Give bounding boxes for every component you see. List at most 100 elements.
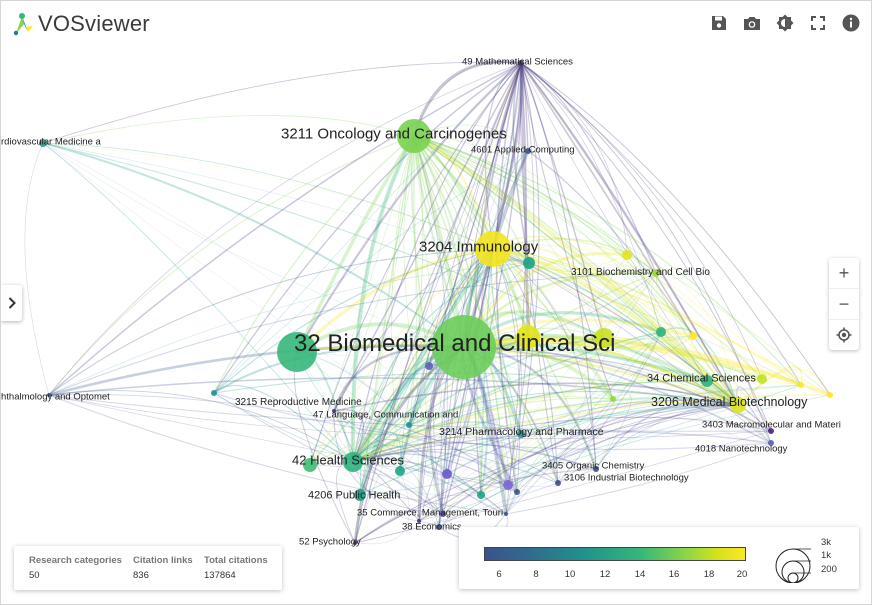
zoom-out-button[interactable]: −: [829, 289, 859, 320]
node-label[interactable]: 3101 Biochemistry and Cell Bio: [571, 267, 710, 278]
category-node[interactable]: [440, 511, 446, 517]
category-node[interactable]: [39, 139, 47, 147]
category-node[interactable]: [610, 396, 616, 402]
category-node[interactable]: [211, 390, 217, 396]
stat-value: 836: [133, 570, 149, 581]
category-node[interactable]: [343, 452, 363, 472]
category-node[interactable]: [555, 480, 561, 486]
category-node[interactable]: [622, 250, 632, 260]
citation-link: [505, 442, 772, 515]
category-node[interactable]: [827, 392, 833, 398]
node-label[interactable]: 49 Mathematical Sciences: [462, 56, 573, 68]
citation-link: [520, 62, 540, 435]
node-label[interactable]: 3215 Reproductive Medicine: [235, 397, 362, 408]
category-node[interactable]: [475, 231, 511, 267]
category-node[interactable]: [768, 440, 774, 446]
citation-link: [413, 135, 509, 486]
category-node[interactable]: [594, 328, 614, 348]
category-node[interactable]: [432, 315, 496, 379]
category-node[interactable]: [768, 428, 774, 434]
color-scale-tick: 10: [564, 569, 576, 580]
category-node[interactable]: [516, 325, 540, 349]
category-node[interactable]: [523, 257, 535, 269]
category-node[interactable]: [593, 466, 599, 472]
citation-link: [480, 272, 657, 496]
citation-link: [24, 142, 50, 396]
node-label[interactable]: rdiovascular Medicine a: [1, 136, 101, 148]
citation-link: [413, 135, 420, 522]
category-node[interactable]: [442, 469, 452, 479]
node-label[interactable]: 47 Language, Communication and: [313, 409, 459, 421]
category-node[interactable]: [730, 397, 746, 413]
category-node[interactable]: [436, 524, 442, 530]
citation-link: [463, 346, 772, 432]
category-node[interactable]: [354, 489, 366, 501]
category-node[interactable]: [656, 327, 666, 337]
category-node[interactable]: [525, 148, 531, 154]
node-label[interactable]: 35 Commerce, Management, Touri: [357, 507, 504, 519]
citation-link: [413, 135, 628, 256]
save-icon[interactable]: [709, 13, 729, 33]
category-node[interactable]: [514, 489, 520, 495]
category-node[interactable]: [701, 375, 713, 387]
category-node[interactable]: [518, 60, 524, 66]
citation-link: [463, 346, 739, 406]
category-node[interactable]: [517, 430, 525, 438]
category-node[interactable]: [277, 332, 317, 372]
category-node[interactable]: [395, 466, 405, 476]
category-node[interactable]: [504, 512, 508, 516]
citation-link: [655, 272, 739, 406]
citation-link: [352, 337, 605, 463]
citation-link: [359, 248, 494, 496]
citation-link: [48, 390, 354, 463]
citation-link: [309, 462, 518, 493]
zoom-in-button[interactable]: +: [829, 258, 859, 289]
node-label[interactable]: 42 Health Sciences: [292, 452, 405, 468]
node-label[interactable]: 3214 Pharmacology and Pharmace: [439, 425, 604, 438]
category-node[interactable]: [303, 458, 317, 472]
node-label[interactable]: 3106 Industrial Biotechnology: [564, 472, 689, 484]
citation-link: [354, 135, 415, 544]
citation-link: [408, 331, 662, 426]
color-scale-tick: 16: [668, 569, 680, 580]
category-node[interactable]: [798, 382, 804, 388]
citation-link: [413, 134, 530, 338]
category-node[interactable]: [425, 362, 433, 370]
node-label[interactable]: 52 Psychology: [299, 536, 361, 548]
node-label[interactable]: 3204 Immunology: [419, 238, 539, 256]
category-node[interactable]: [332, 409, 336, 413]
category-node[interactable]: [406, 422, 412, 428]
category-node[interactable]: [397, 119, 431, 153]
center-map-button[interactable]: [829, 320, 859, 350]
info-icon[interactable]: [841, 13, 861, 33]
node-label[interactable]: 34 Chemical Sciences: [647, 372, 756, 385]
category-node[interactable]: [477, 491, 485, 499]
category-node[interactable]: [503, 480, 513, 490]
node-label[interactable]: 32 Biomedical and Clinical Sci: [294, 330, 616, 357]
node-label[interactable]: 38 Economics: [402, 521, 462, 533]
category-node[interactable]: [652, 269, 660, 277]
citation-link: [413, 135, 772, 444]
category-node[interactable]: [353, 541, 357, 545]
category-node[interactable]: [47, 393, 51, 397]
node-label[interactable]: 3405 Organic Chemistry: [542, 460, 645, 472]
node-label[interactable]: 3211 Oncology and Carcinogenes: [281, 125, 507, 143]
citation-link: [352, 378, 802, 463]
fullscreen-icon[interactable]: [808, 13, 828, 33]
category-node[interactable]: [757, 374, 767, 384]
camera-icon[interactable]: [742, 13, 762, 33]
sidebar-toggle-button[interactable]: [1, 285, 22, 321]
category-node[interactable]: [417, 519, 421, 523]
node-label[interactable]: hthalmology and Optomet: [1, 391, 110, 403]
category-node[interactable]: [689, 332, 697, 340]
node-label[interactable]: 4206 Public Health: [308, 489, 401, 502]
node-label[interactable]: 4601 Applied Computing: [471, 144, 575, 156]
citation-link: [557, 403, 739, 484]
brightness-icon[interactable]: [775, 13, 795, 33]
citation-link: [48, 262, 530, 396]
node-label[interactable]: 4018 Nanotechnology: [695, 443, 788, 455]
node-label[interactable]: 3206 Medical Biotechnology: [651, 394, 808, 409]
node-label[interactable]: 3403 Macromolecular and Materi: [702, 419, 841, 431]
citation-link: [516, 380, 708, 493]
